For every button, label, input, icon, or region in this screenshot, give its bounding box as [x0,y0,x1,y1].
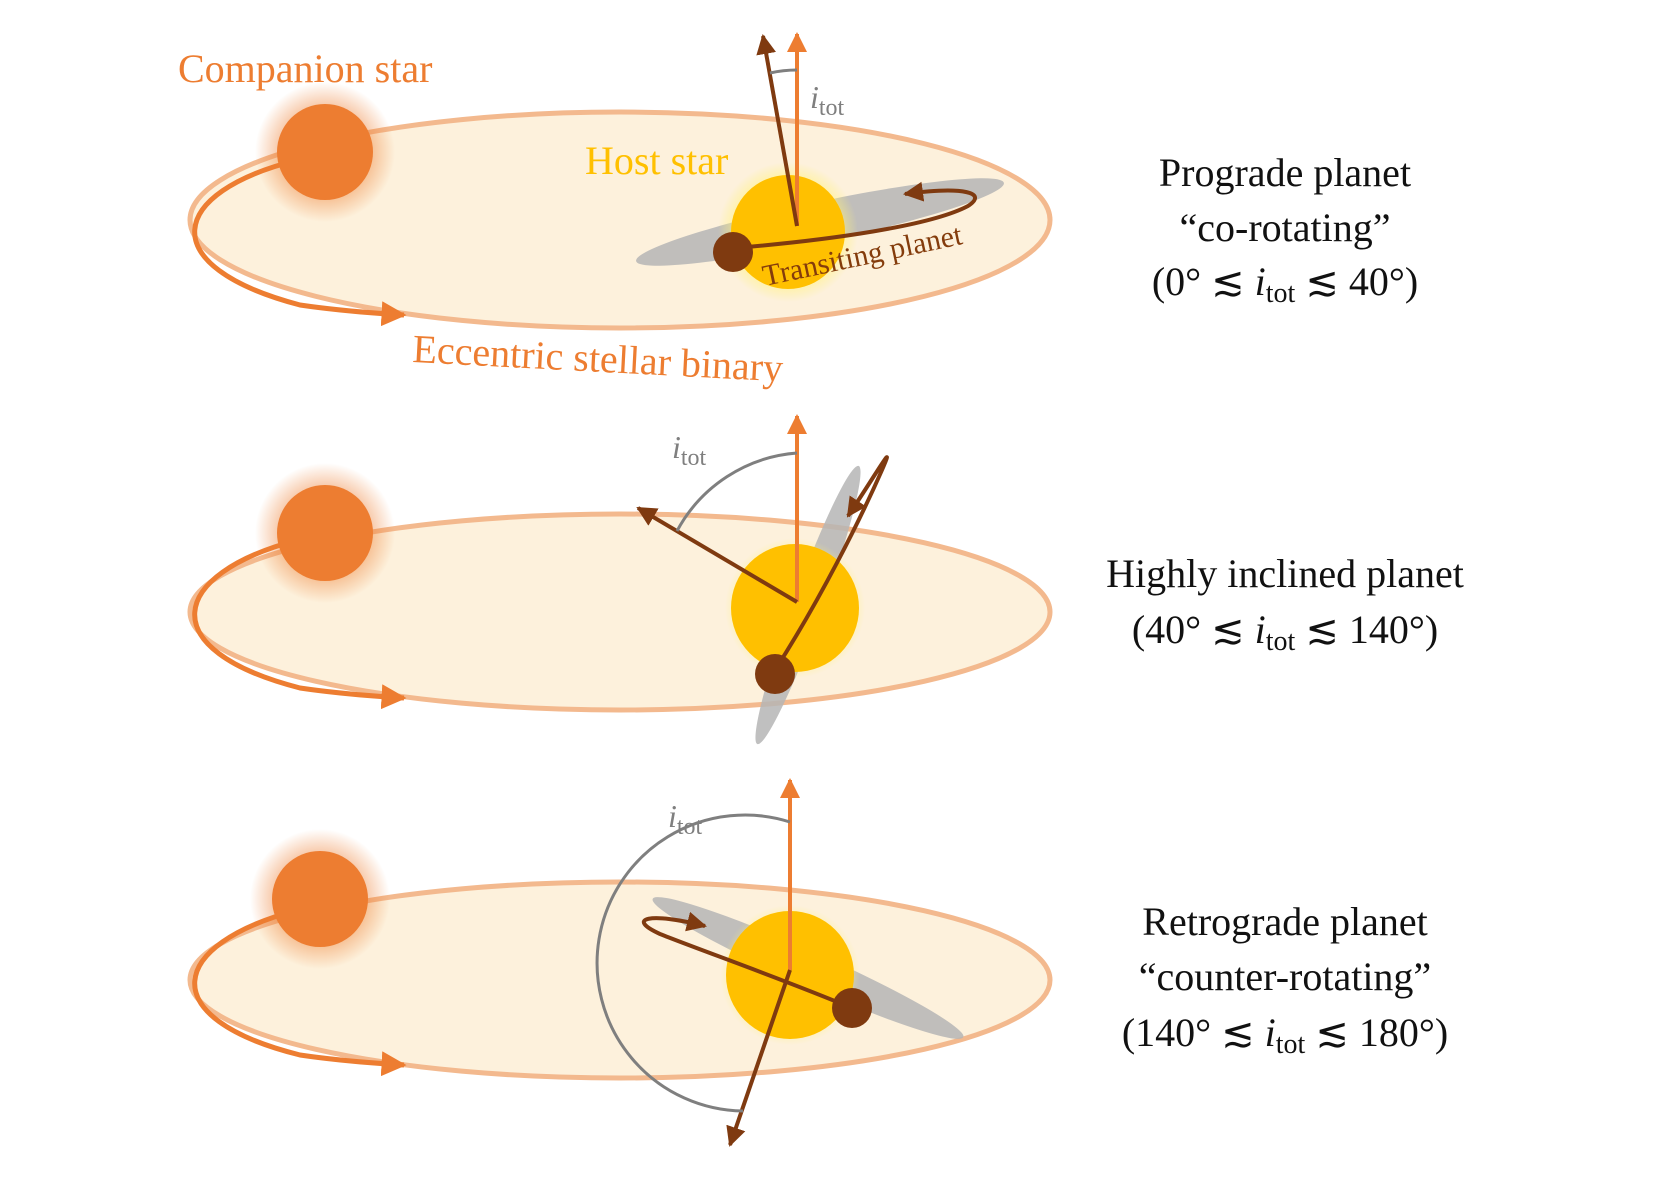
binary-label: Eccentric stellar binary [412,326,785,390]
companion-star [277,485,373,581]
inclination-angle-arc [769,68,798,75]
angle-label: itot [668,798,703,840]
panel-title: Retrograde planet [1142,899,1427,944]
host-star [731,175,845,289]
panel-range: (0° ≲ itot ≲ 40°) [1152,259,1418,309]
inclination-angle-arc [595,813,791,1113]
planet-orbit-arrow [734,181,977,250]
companion-star [277,104,373,200]
inclination-angle-arc [675,451,798,532]
companion-star-label: Companion star [178,46,432,91]
panel-title: Prograde planet [1159,150,1411,195]
binary-orbit-motion-arrow [192,907,407,1077]
companion-star [272,851,368,947]
angle-label: itot [810,79,845,121]
planet-orbit-normal-arrow [756,34,799,227]
planet-orbit-arrow [773,455,889,672]
host-star [731,544,859,672]
panel-subtitle: “co-rotating” [1180,205,1391,250]
panel-subtitle: “counter-rotating” [1139,954,1431,999]
transiting-planet [713,232,753,272]
panel-title: Highly inclined planet [1106,551,1464,596]
panel-prograde: itot Companion star Host star Transiting… [178,32,1418,390]
panel-highly-inclined: itot Highly inclined planet (40° ≲ itot … [187,414,1464,745]
planet-orbit-normal-arrow [726,969,792,1147]
panel-retrograde: itot Retrograde planet “counter-rotating… [187,778,1448,1147]
transiting-planet [832,988,872,1028]
planet-orbit-normal-arrow [636,506,799,604]
binary-orbit-motion-arrow [192,537,407,710]
host-star-label: Host star [585,138,728,183]
planet-orbit-arrow [642,911,853,1010]
angle-label: itot [672,429,707,471]
transiting-planet [755,654,795,694]
panel-range: (140° ≲ itot ≲ 180°) [1122,1010,1448,1060]
panel-range: (40° ≲ itot ≲ 140°) [1132,607,1438,657]
binary-orbit-motion-arrow [192,157,407,327]
